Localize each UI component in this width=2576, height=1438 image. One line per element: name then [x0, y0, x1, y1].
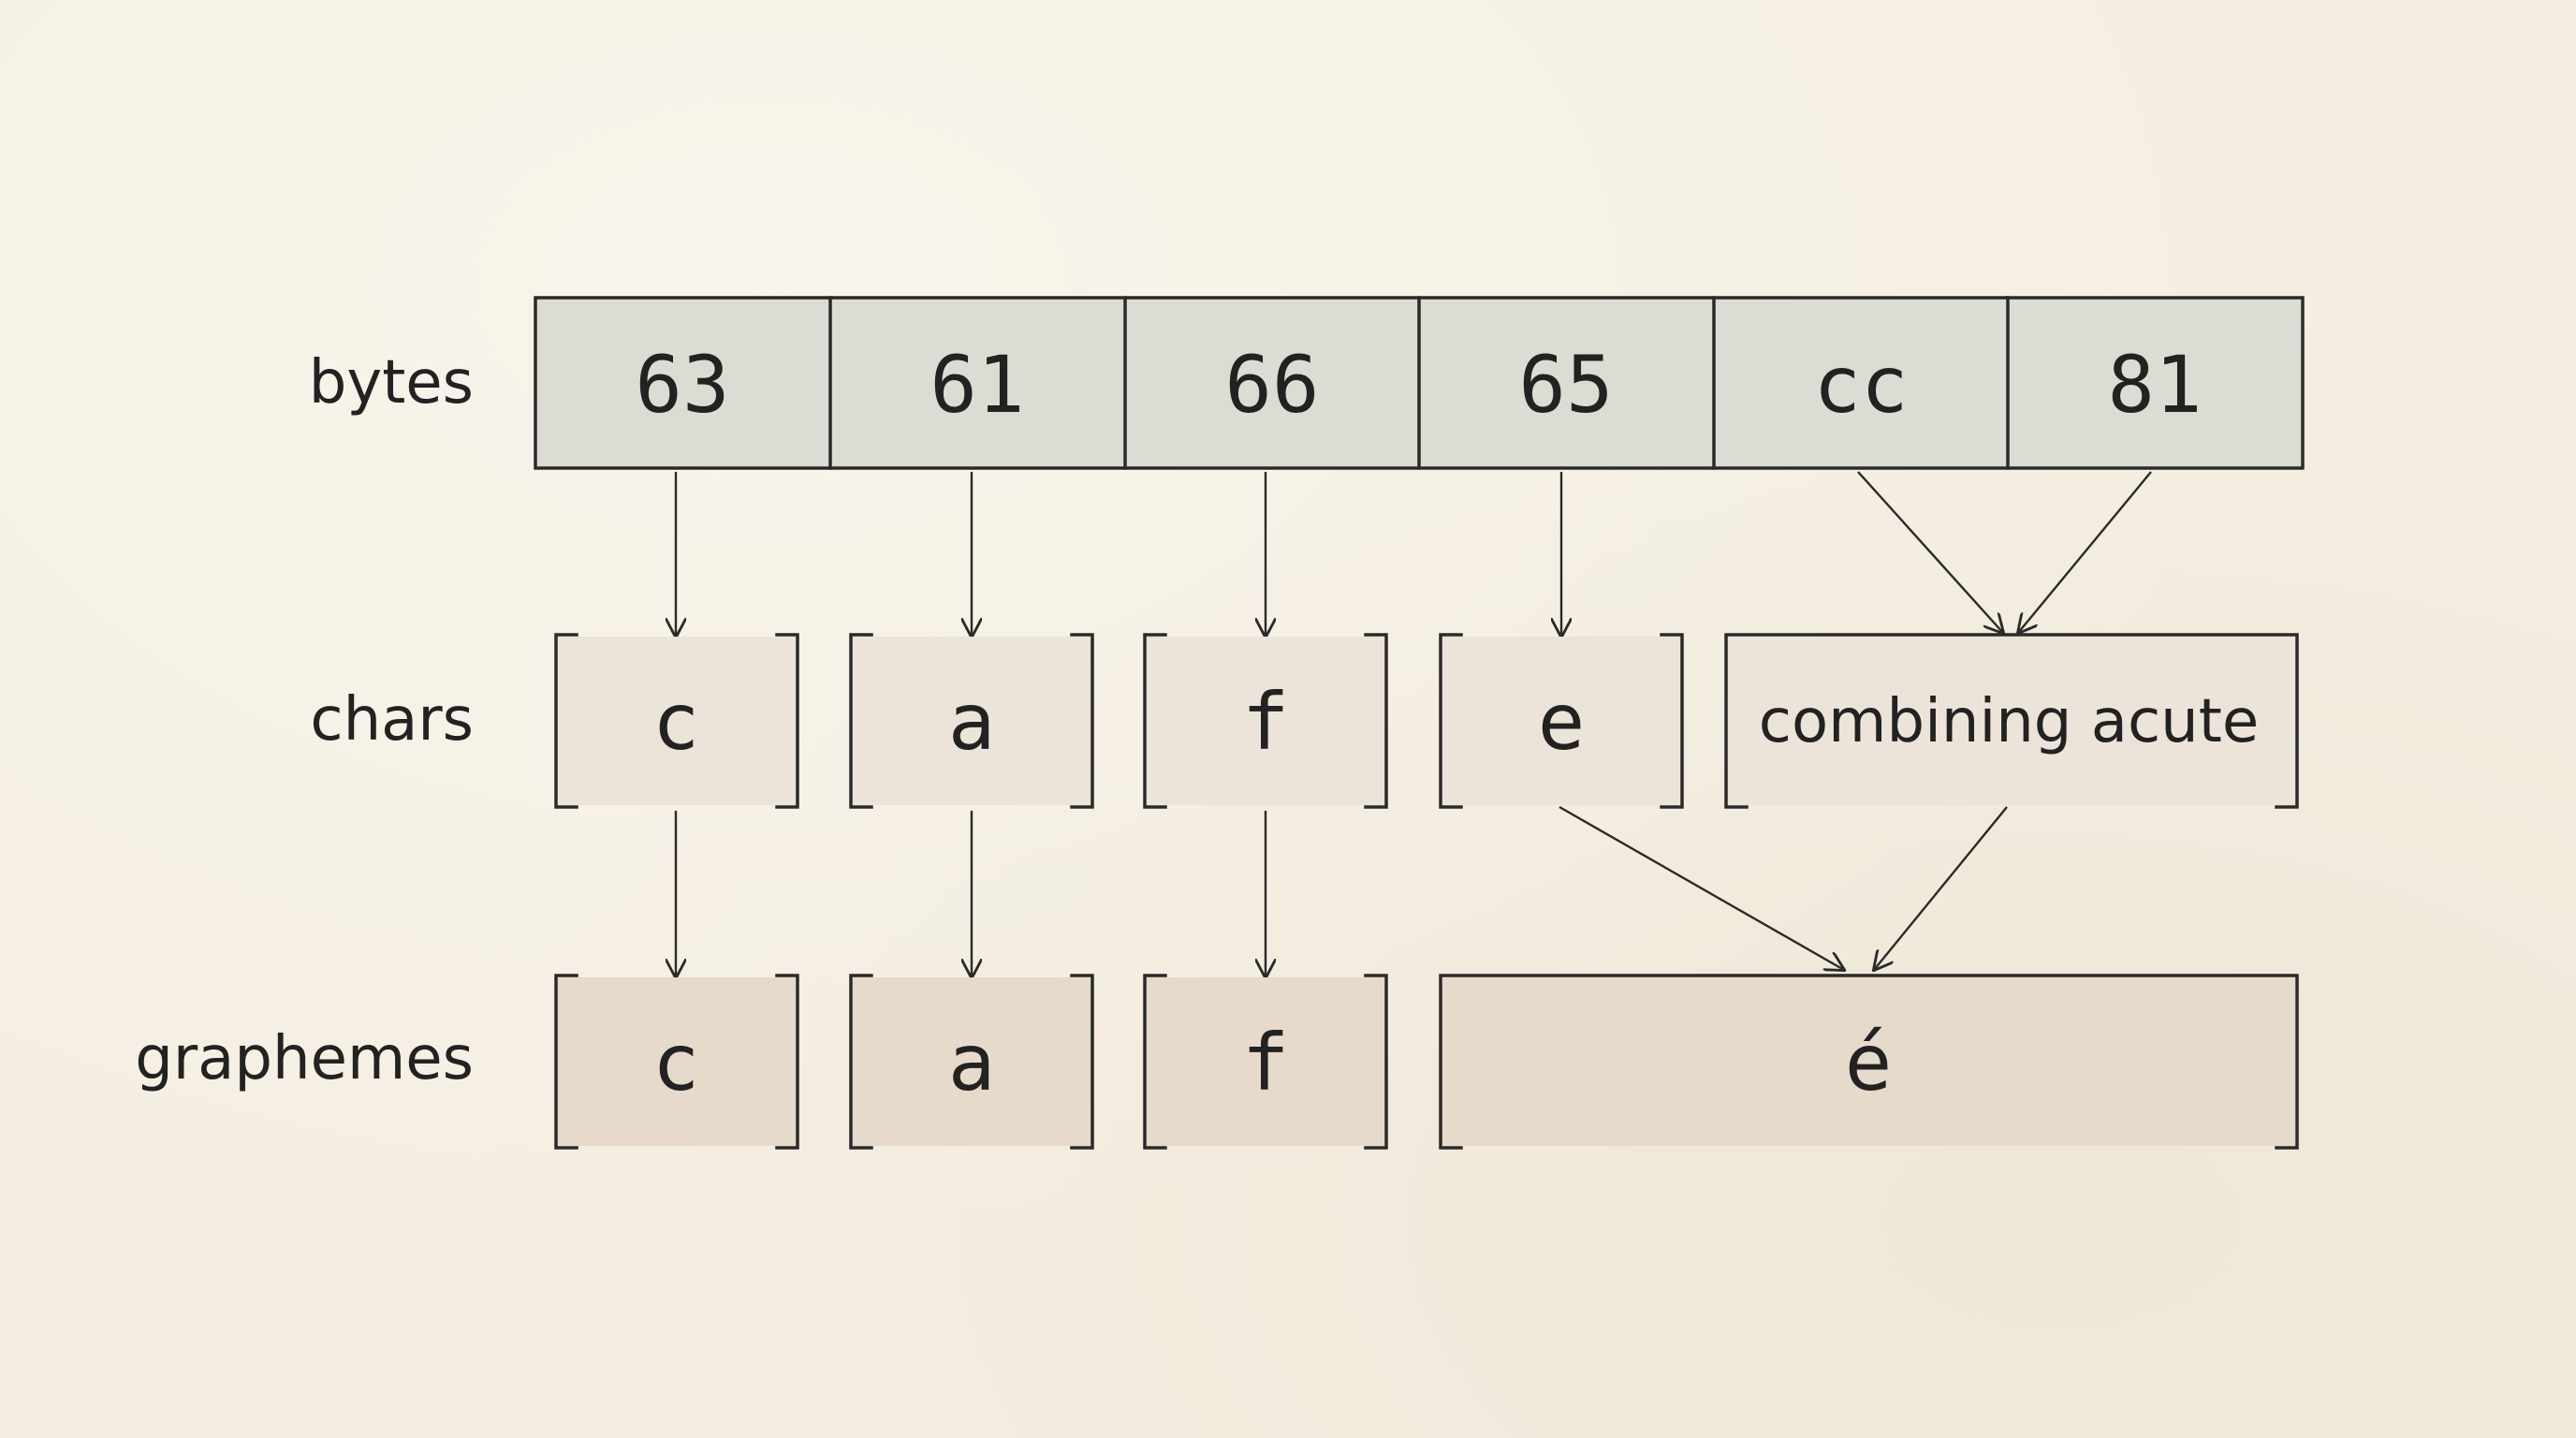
- grapheme-cell-f: f: [1242, 1017, 1290, 1108]
- grapheme-cell-fill: [1441, 977, 2297, 1146]
- char-cell-brackets: [1143, 633, 1388, 809]
- arrow: [1874, 806, 2008, 970]
- graphemes-row: c a f é: [554, 974, 2299, 1150]
- grapheme-cell-e-acute: é: [1845, 1017, 1893, 1108]
- grapheme-cell-c: c: [652, 1017, 700, 1108]
- char-cell-c: c: [652, 676, 700, 768]
- char-cell-brackets: [1439, 633, 1684, 809]
- chars-to-graphemes-arrows: [676, 805, 2008, 977]
- bytes-to-chars-arrows: [676, 471, 2152, 637]
- char-cell-fill: [1726, 637, 2297, 805]
- arrow: [1857, 471, 2003, 633]
- char-cell-fill: [1441, 637, 1682, 805]
- char-cell-combining-acute: combining acute: [1759, 687, 2259, 756]
- byte-cell-63: 63: [635, 339, 729, 431]
- grapheme-cell-fill: [851, 977, 1092, 1146]
- char-cell-brackets: [554, 633, 799, 809]
- grapheme-cell-brackets: [1143, 974, 1388, 1150]
- grapheme-cell-brackets: [554, 974, 799, 1150]
- char-cell-brackets: [1724, 633, 2299, 809]
- chars-row: c a f e combining acute: [554, 633, 2299, 809]
- byte-cell-cc: cc: [1813, 339, 1908, 431]
- grapheme-cell-fill: [556, 977, 798, 1146]
- byte-cell-65: 65: [1518, 339, 1613, 431]
- char-cell-fill: [1145, 637, 1386, 805]
- grapheme-cell-brackets: [1439, 974, 2299, 1150]
- row-label-graphemes: graphemes: [135, 1024, 474, 1093]
- byte-cell-66: 66: [1224, 339, 1319, 431]
- row-label-bytes: bytes: [309, 348, 474, 418]
- arrow: [1559, 805, 1844, 970]
- grapheme-cell-fill: [1145, 977, 1386, 1146]
- bytes-row: 63 61 66 65 cc 81: [534, 296, 2305, 470]
- char-cell-fill: [556, 637, 798, 805]
- row-label-chars: chars: [310, 685, 474, 755]
- char-cell-e: e: [1538, 676, 1586, 768]
- char-cell-f: f: [1242, 676, 1290, 768]
- grapheme-cell-brackets: [849, 974, 1094, 1150]
- grapheme-cell-a: a: [948, 1017, 996, 1108]
- char-cell-a: a: [948, 676, 996, 768]
- char-cell-fill: [851, 637, 1092, 805]
- byte-cell-81: 81: [2107, 339, 2202, 431]
- arrow: [2018, 471, 2152, 633]
- byte-cell-61: 61: [929, 339, 1024, 431]
- char-cell-brackets: [849, 633, 1094, 809]
